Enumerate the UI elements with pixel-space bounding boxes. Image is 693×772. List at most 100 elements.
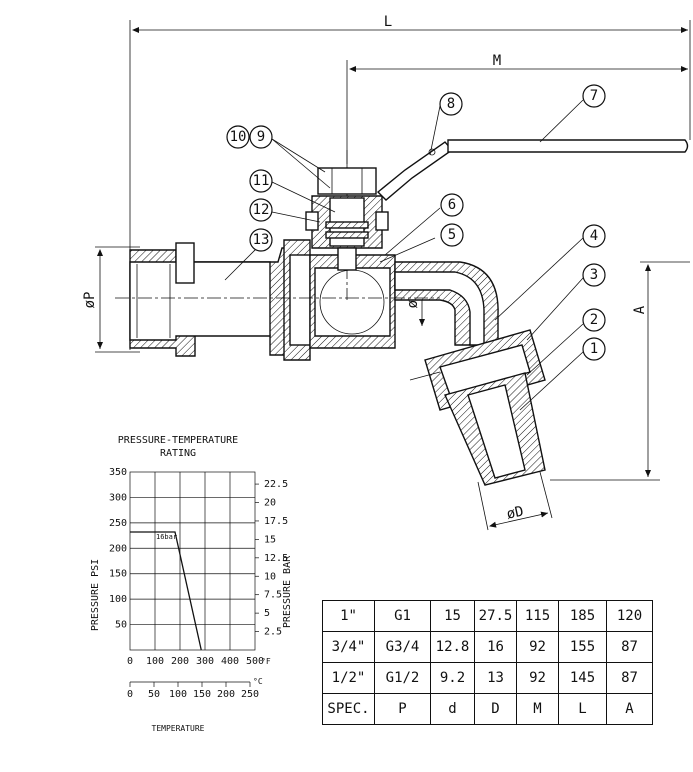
spec-cell: 13 bbox=[474, 662, 517, 694]
spec-cell: 27.5 bbox=[474, 600, 517, 632]
spec-cell: M bbox=[516, 693, 559, 725]
balloon-11: 11 bbox=[249, 169, 273, 193]
svg-text:11: 11 bbox=[253, 173, 270, 189]
f-tick: 0 bbox=[127, 656, 133, 667]
f-tick: 300 bbox=[196, 656, 214, 667]
balloon-8: 8 bbox=[439, 92, 463, 116]
svg-text:12: 12 bbox=[253, 202, 270, 218]
fahrenheit-tick-labels: 0 100 200 300 400 500 bbox=[127, 656, 264, 667]
balloon-1: 1 bbox=[582, 337, 606, 361]
bar-tick: 20 bbox=[258, 498, 276, 509]
balloon-12: 12 bbox=[249, 198, 273, 222]
balloon-leaders bbox=[224, 99, 584, 411]
spec-cell: P bbox=[374, 693, 431, 725]
rating-curve bbox=[130, 531, 202, 651]
rating-chart: PRESSURE-TEMPERATURE RATING 350300250200… bbox=[90, 435, 293, 733]
valve-stem bbox=[305, 167, 389, 271]
spec-cell: 92 bbox=[516, 662, 559, 694]
psi-tick: 350 bbox=[109, 467, 127, 478]
spec-cell: 87 bbox=[606, 662, 653, 694]
f-tick: 500 bbox=[246, 656, 264, 667]
psi-tick: 200 bbox=[109, 543, 127, 554]
psi-tick: 50 bbox=[115, 620, 127, 631]
bar-tick-labels: 22.5 20 17.5 15 12.5 10 7.5 5 2.5 bbox=[255, 479, 288, 638]
chart-title-line2: RATING bbox=[160, 448, 196, 459]
dim-A: A bbox=[632, 305, 648, 314]
c-tick: 0 bbox=[127, 689, 133, 700]
dim-P: øP bbox=[82, 292, 98, 309]
bar-tick: 10 bbox=[258, 571, 276, 582]
svg-text:9: 9 bbox=[257, 129, 265, 145]
spec-cell: G3/4 bbox=[374, 631, 431, 663]
spec-cell: 1/2" bbox=[322, 662, 375, 694]
bar-tick: 22.5 bbox=[258, 479, 288, 490]
dim-L: L bbox=[384, 14, 392, 30]
bar-tick: 5 bbox=[258, 608, 270, 619]
balloon-5: 5 bbox=[440, 223, 464, 247]
spec-cell: 12.8 bbox=[430, 631, 475, 663]
spec-cell: 155 bbox=[558, 631, 607, 663]
c-tick: 250 bbox=[241, 689, 259, 700]
spec-cell: 15 bbox=[430, 600, 475, 632]
chart-title-line1: PRESSURE-TEMPERATURE bbox=[118, 435, 238, 446]
svg-text:10: 10 bbox=[230, 129, 247, 145]
spec-cell: D bbox=[474, 693, 517, 725]
spec-cell: A bbox=[606, 693, 653, 725]
balloon-9: 9 bbox=[249, 125, 273, 149]
svg-text:3: 3 bbox=[590, 267, 598, 283]
balloon-13: 13 bbox=[249, 228, 273, 252]
chart-grid bbox=[130, 472, 255, 650]
dim-D: øD bbox=[505, 504, 525, 523]
svg-text:6: 6 bbox=[448, 197, 456, 213]
rating-curve-label: 16bar bbox=[156, 533, 177, 541]
spec-cell: G1/2 bbox=[374, 662, 431, 694]
svg-text:1: 1 bbox=[590, 341, 598, 357]
spec-cell: 145 bbox=[558, 662, 607, 694]
psi-tick: 100 bbox=[109, 594, 127, 605]
balloon-10: 10 bbox=[226, 125, 250, 149]
bar-axis-label: PRESSURE BAR bbox=[282, 555, 293, 628]
svg-text:2: 2 bbox=[590, 312, 598, 328]
psi-tick: 300 bbox=[109, 492, 127, 503]
spec-cell: 87 bbox=[606, 631, 653, 663]
bar-tick: 15 bbox=[258, 534, 276, 545]
psi-tick: 250 bbox=[109, 518, 127, 529]
spec-cell: 115 bbox=[516, 600, 559, 632]
balloon-2: 2 bbox=[582, 308, 606, 332]
psi-tick: 150 bbox=[109, 569, 127, 580]
psi-tick-labels: 350 300 250 200 150 100 50 bbox=[109, 467, 127, 631]
spec-cell: 120 bbox=[606, 600, 653, 632]
c-tick: 50 bbox=[148, 689, 160, 700]
spec-cell: 92 bbox=[516, 631, 559, 663]
c-tick: 200 bbox=[217, 689, 235, 700]
f-unit-label: °F bbox=[261, 657, 271, 666]
spec-cell: G1 bbox=[374, 600, 431, 632]
bar-tick: 17.5 bbox=[258, 516, 288, 527]
balloon-3: 3 bbox=[582, 263, 606, 287]
dim-M: M bbox=[493, 53, 501, 69]
f-tick: 200 bbox=[171, 656, 189, 667]
spec-cell: 3/4" bbox=[322, 631, 375, 663]
spec-cell: 9.2 bbox=[430, 662, 475, 694]
bar-tick: 12.5 bbox=[258, 553, 288, 564]
svg-text:8: 8 bbox=[447, 96, 455, 112]
svg-text:7: 7 bbox=[590, 88, 598, 104]
f-tick: 400 bbox=[221, 656, 239, 667]
valve-body bbox=[115, 150, 546, 486]
svg-text:5: 5 bbox=[448, 227, 456, 243]
spec-cell: 1" bbox=[322, 600, 375, 632]
psi-axis-label: PRESSURE PSI bbox=[90, 559, 101, 631]
c-unit-label: °C bbox=[253, 677, 263, 686]
balloon-7: 7 bbox=[582, 84, 606, 108]
bar-tick: 7.5 bbox=[258, 590, 282, 601]
spec-cell: 185 bbox=[558, 600, 607, 632]
c-tick: 150 bbox=[193, 689, 211, 700]
f-tick: 100 bbox=[146, 656, 164, 667]
balloon-6: 6 bbox=[440, 193, 464, 217]
